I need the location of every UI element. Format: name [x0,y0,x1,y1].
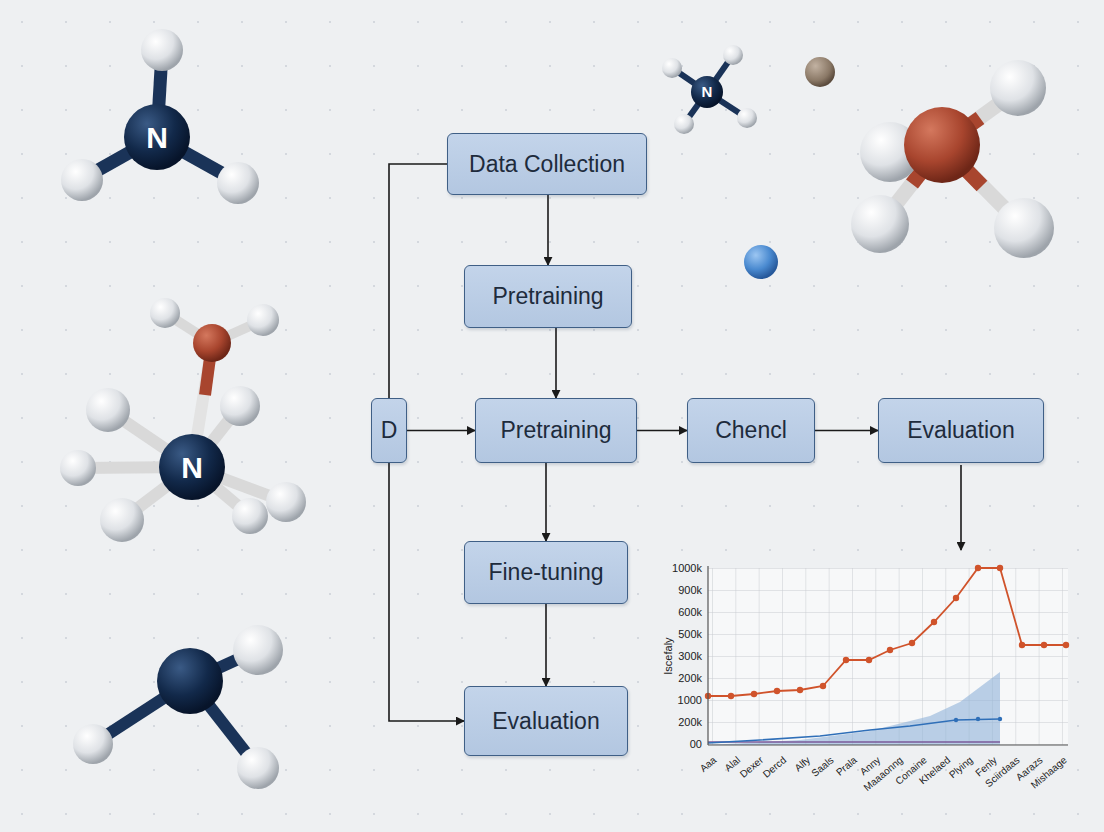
process-box: Evaluation [878,398,1044,463]
category-label: Aaa [698,754,719,774]
box-label: Pretraining [500,417,611,443]
atom-symbol: N [146,121,168,154]
process-box: Evaluation [464,686,628,756]
box-label: Evaluation [907,417,1014,443]
flow-arrow [555,328,557,398]
atom [805,57,835,87]
axis-title: Iscefaly [662,637,674,674]
atom [744,245,778,279]
molecule [61,29,259,204]
box-label: Data Collection [469,151,625,177]
category-label: Saals [809,754,835,779]
flow-arrow [545,604,547,686]
process-box: Pretraining [464,265,632,328]
category-label: Prala [834,754,859,777]
axis-tick-label: 500k [678,628,702,640]
process-box: Pretraining [475,398,637,463]
category-label: Plying [947,754,975,780]
flow-arrow [637,430,687,432]
box-label: D [381,417,398,443]
flow-arrow [407,430,475,432]
molecule [851,60,1054,258]
process-box: Chencl [687,398,815,463]
axis-tick-label: 1000k [672,562,702,574]
box-label: Chencl [715,417,787,443]
process-box: Data Collection [447,133,647,195]
axis-tick-label: 300k [678,650,702,662]
molecule [60,298,306,542]
line-chart [705,565,1069,745]
flow-arrow [545,463,547,541]
axis-tick-label: 200k [678,716,702,728]
axis-tick-label: 00 [690,738,702,750]
molecule [73,625,283,789]
process-box: Fine-tuning [464,541,628,604]
category-label: Dercd [761,754,789,780]
axis-tick-label: 900k [678,584,702,596]
category-label: Alfy [792,754,812,773]
flow-arrow [547,195,549,265]
process-box: D [371,398,407,463]
flow-arrow [389,463,464,721]
category-label: Dexer [738,754,766,780]
flow-arrow [389,164,447,398]
box-label: Evaluation [492,708,599,734]
axis-tick-label: 600k [678,606,702,618]
atom-symbol: N [181,451,203,484]
molecule [662,45,757,134]
box-label: Fine-tuning [488,559,603,585]
atom-symbol: N [702,84,713,101]
axis-tick-label: 1000 [678,694,702,706]
axis-tick-label: 200k [678,672,702,684]
box-label: Pretraining [492,283,603,309]
flow-arrow [815,430,878,432]
leader-arrow [960,465,962,550]
